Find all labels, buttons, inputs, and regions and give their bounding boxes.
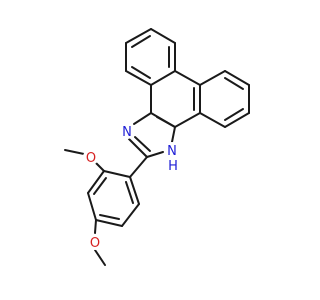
bond (131, 35, 151, 48)
bond (121, 203, 140, 227)
bond (125, 70, 152, 86)
bond (131, 66, 151, 79)
bond (94, 161, 105, 172)
bond (150, 28, 176, 44)
bond (134, 136, 151, 152)
oxygen-atom-label: O (90, 236, 100, 251)
bond (171, 126, 176, 143)
molecule-structure: N N H O O (64, 28, 250, 266)
bond (125, 181, 134, 204)
oxygen-atom-label: O (86, 151, 96, 166)
bond (103, 170, 131, 178)
nitrogen-atom-label: N (122, 125, 132, 140)
bond (87, 192, 97, 221)
bond (156, 116, 176, 128)
bond (199, 70, 226, 86)
bond (94, 219, 97, 234)
bond (150, 70, 176, 86)
bond (133, 112, 152, 125)
bond (224, 70, 250, 86)
bond (64, 149, 85, 155)
bond (93, 177, 107, 195)
bond (224, 108, 244, 121)
bond (224, 112, 250, 128)
bond (199, 112, 226, 128)
bond (99, 214, 120, 220)
nitrogen-atom-label: N (167, 144, 177, 159)
hydrogen-atom-label: H (168, 159, 178, 174)
bond (146, 151, 164, 158)
bond (87, 170, 105, 194)
bond (94, 249, 106, 266)
bond (129, 156, 148, 178)
bond (129, 176, 140, 205)
bond (174, 70, 201, 86)
bond (95, 219, 123, 227)
bond (128, 138, 148, 158)
bond (125, 28, 152, 44)
bonds (64, 28, 250, 266)
bond (174, 112, 201, 128)
atom-labels: N N H O O (83, 123, 180, 251)
bond (224, 77, 244, 90)
